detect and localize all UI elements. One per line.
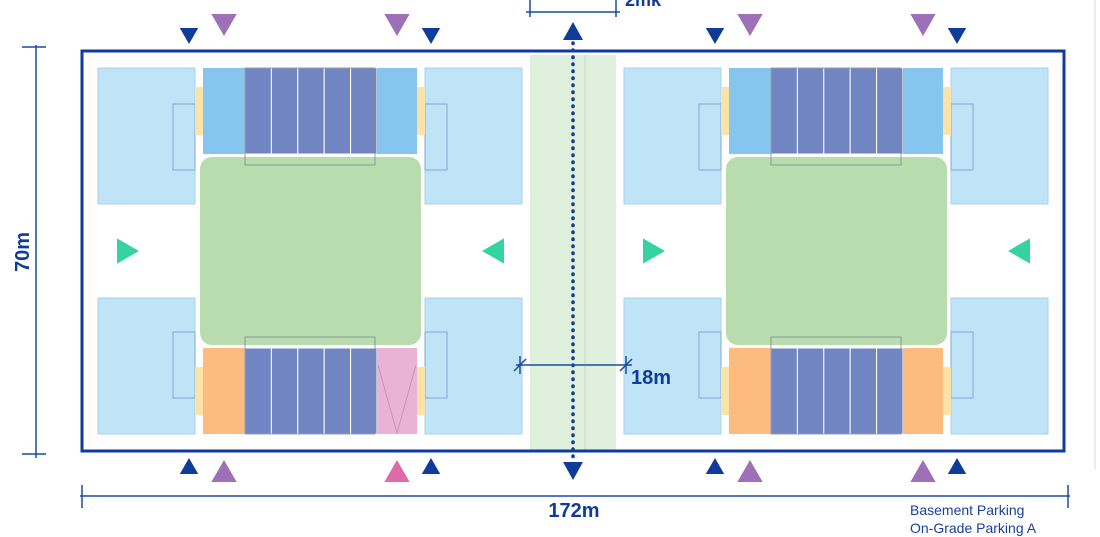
- unit-dark: [849, 347, 878, 435]
- building-block: [97, 297, 196, 435]
- entry-arrow-left-icon: [482, 238, 504, 264]
- height-dimension-label: 70m: [12, 232, 34, 272]
- building-block: [623, 297, 722, 435]
- entry-arrow-left-icon: [1008, 238, 1030, 264]
- unit-dark: [323, 67, 352, 155]
- courtyard: [200, 157, 421, 345]
- unit-dark: [796, 347, 825, 435]
- building-block: [950, 297, 1049, 435]
- axis-arrow-up-icon: [563, 22, 583, 40]
- left-building-cluster: [97, 14, 523, 482]
- unit-orange: [903, 348, 943, 434]
- unit-dark: [270, 347, 299, 435]
- entry-outline: [424, 103, 448, 171]
- connector: [721, 367, 729, 415]
- unit-dark: [796, 67, 825, 155]
- legend-item-basement-parking: Basement Parking: [910, 502, 1024, 518]
- access-arrow-up-icon: [705, 458, 725, 474]
- entry-arrow-right-icon: [643, 238, 665, 264]
- connector: [721, 87, 729, 135]
- unit-orange: [729, 348, 771, 434]
- top-dimension: [526, 0, 620, 17]
- unit-row-outline: [770, 336, 902, 435]
- unit-light: [377, 68, 417, 154]
- unit-row-outline: [770, 67, 902, 166]
- building-block: [424, 67, 523, 205]
- connector: [417, 87, 425, 135]
- unit-dark: [270, 67, 299, 155]
- legend-item-on-grade-parking-a: On-Grade Parking A: [910, 520, 1037, 536]
- parking-arrow-up-icon: [211, 460, 237, 482]
- access-arrow-down-icon: [179, 28, 199, 44]
- parking-arrow-up-icon: [384, 460, 410, 482]
- width-dimension-label: 172m: [548, 500, 599, 522]
- connector: [943, 367, 951, 415]
- unit-dark: [244, 67, 272, 155]
- access-arrow-up-icon: [179, 458, 199, 474]
- unit-dark: [823, 67, 851, 155]
- parking-arrow-up-icon: [737, 460, 763, 482]
- parking-arrow-down-icon: [384, 14, 410, 36]
- unit-row-outline: [244, 67, 376, 166]
- unit-dark: [350, 67, 378, 155]
- gap-dimension-label: 18m: [631, 367, 671, 389]
- entry-outline: [950, 331, 974, 399]
- unit-dark: [849, 67, 878, 155]
- parking-arrow-down-icon: [910, 14, 936, 36]
- unit-dark: [297, 347, 325, 435]
- unit-dark: [770, 67, 798, 155]
- connector: [417, 367, 425, 415]
- unit-dark: [823, 347, 851, 435]
- parking-arrow-down-icon: [737, 14, 763, 36]
- access-arrow-down-icon: [947, 28, 967, 44]
- right-building-cluster: [623, 14, 1049, 482]
- height-dimension: [22, 45, 46, 458]
- parking-arrow-down-icon: [211, 14, 237, 36]
- entry-outline: [172, 331, 196, 399]
- unit-dark: [297, 67, 325, 155]
- entry-arrow-right-icon: [117, 238, 139, 264]
- axis-arrow-down-icon: [563, 462, 583, 480]
- entry-outline: [698, 103, 722, 171]
- unit-light: [203, 68, 245, 154]
- entry-outline: [698, 331, 722, 399]
- connector: [943, 87, 951, 135]
- unit-light: [903, 68, 943, 154]
- gap-dimension: [513, 356, 633, 374]
- access-arrow-down-icon: [421, 28, 441, 44]
- unit-pink: [377, 348, 417, 434]
- access-arrow-down-icon: [705, 28, 725, 44]
- parking-arrow-up-icon: [910, 460, 936, 482]
- unit-dark: [770, 347, 798, 435]
- unit-dark: [876, 347, 904, 435]
- courtyard: [726, 157, 947, 345]
- building-block: [424, 297, 523, 435]
- unit-dark: [350, 347, 378, 435]
- access-arrow-up-icon: [421, 458, 441, 474]
- unit-light: [729, 68, 771, 154]
- unit-dark: [323, 347, 352, 435]
- entry-outline: [424, 331, 448, 399]
- entry-outline: [172, 103, 196, 171]
- building-block: [623, 67, 722, 205]
- unit-dark: [876, 67, 904, 155]
- access-arrow-up-icon: [947, 458, 967, 474]
- width-dimension: [80, 485, 1070, 508]
- unit-orange: [203, 348, 245, 434]
- connector: [195, 87, 203, 135]
- building-block: [950, 67, 1049, 205]
- building-block: [97, 67, 196, 205]
- top-dimension-label: 2mk: [625, 0, 662, 10]
- connector: [195, 367, 203, 415]
- unit-row-outline: [244, 336, 376, 435]
- unit-hatch: [377, 364, 417, 435]
- unit-dark: [244, 347, 272, 435]
- entry-outline: [950, 103, 974, 171]
